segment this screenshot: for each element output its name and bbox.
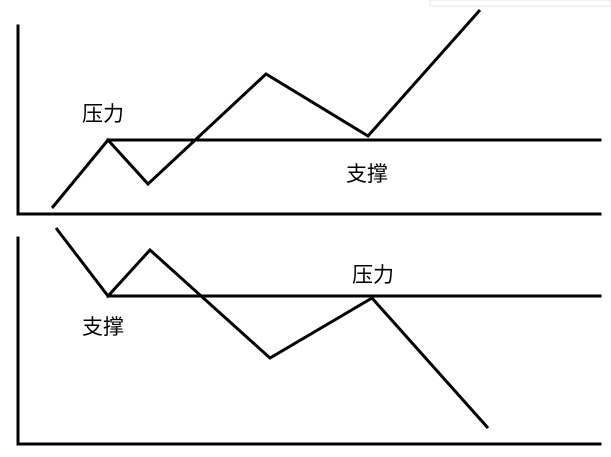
top-panel-axes — [16, 24, 602, 216]
bottom-panel-axes — [16, 236, 602, 446]
top-panel: 压力 支撑 — [16, 9, 602, 216]
top-panel-support-label: 支撑 — [346, 162, 388, 186]
bottom-panel-price-line — [54, 227, 490, 429]
bottom-panel: 压力 支撑 — [16, 227, 602, 446]
corner-box — [429, 0, 611, 7]
bottom-panel-resistance-label: 压力 — [352, 263, 394, 287]
top-panel-resistance-label: 压力 — [82, 102, 124, 126]
bottom-panel-support-label: 支撑 — [82, 315, 124, 339]
top-panel-price-line — [50, 9, 482, 209]
